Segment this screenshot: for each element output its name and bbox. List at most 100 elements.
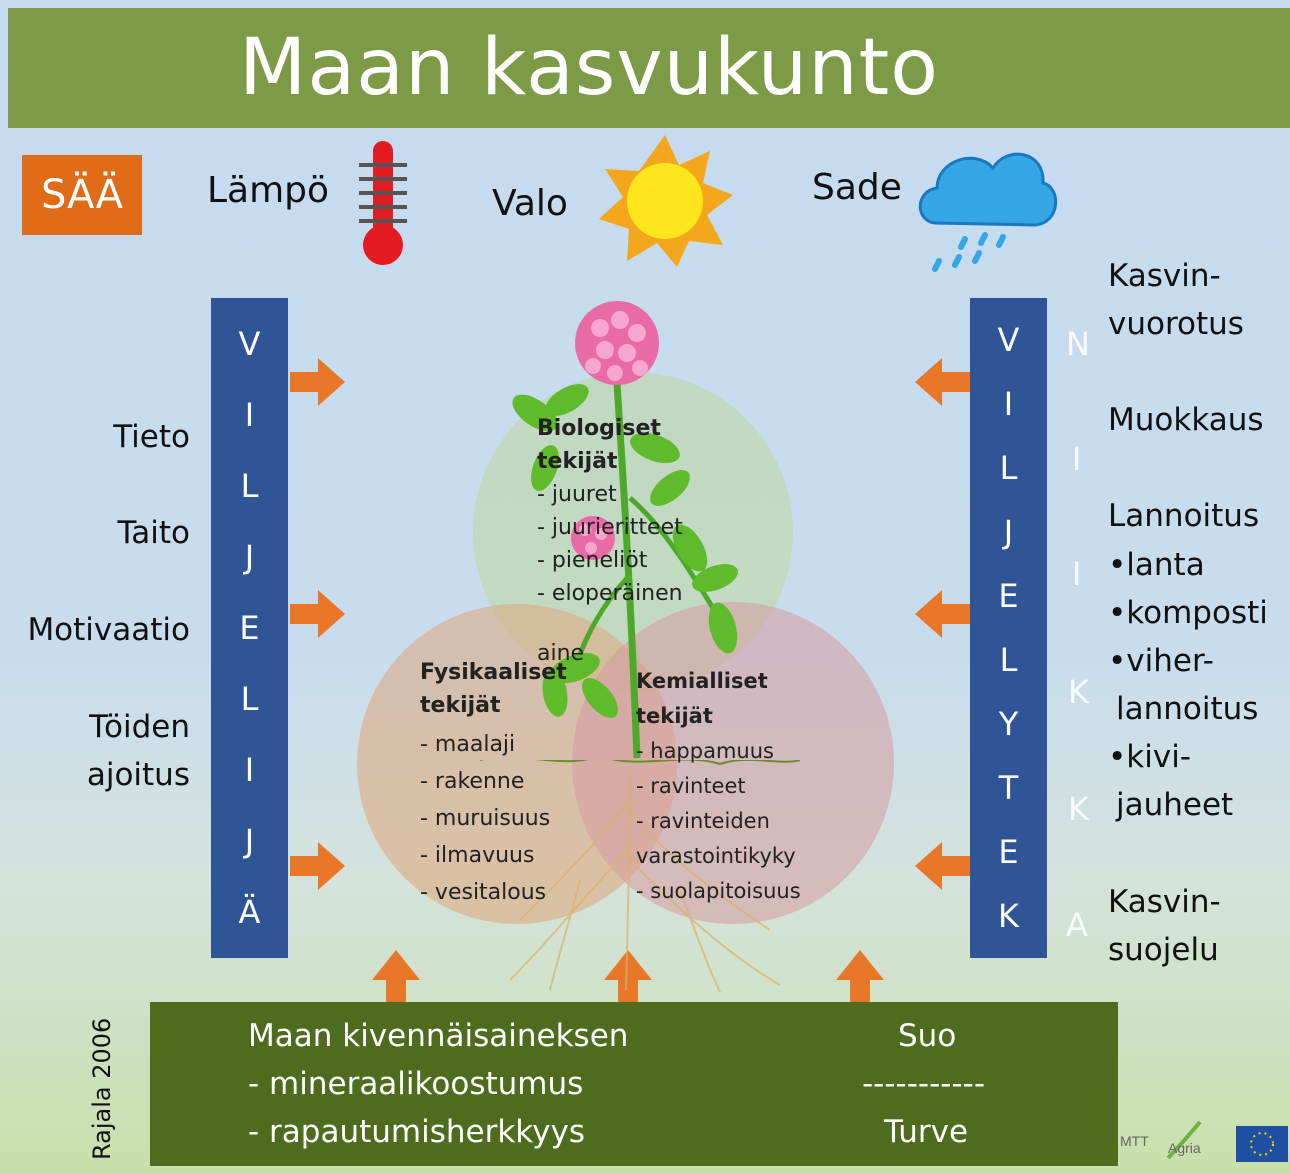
bar-letter: E: [998, 577, 1019, 615]
ghost-letter: K: [1068, 790, 1089, 828]
physical-item: - vesitalous: [420, 880, 547, 905]
chemical-heading-2: tekijät: [636, 704, 713, 728]
bar-letter: E: [998, 833, 1019, 871]
eu-flag-icon: [1236, 1126, 1288, 1162]
arrow-right-icon: [290, 358, 345, 406]
mineral-heading: Maan kivennäisaineksen: [248, 1018, 629, 1054]
thermometer-icon: [359, 141, 407, 265]
cultivation-bar: V I L J E L Y T E K: [970, 298, 1047, 958]
chemical-item: - suolapitoisuus: [636, 879, 801, 903]
left-factor-taito: Taito: [117, 515, 190, 551]
bar-letter: V: [997, 321, 1020, 359]
physical-item: - rakenne: [420, 769, 525, 794]
bog-label: Suo: [898, 1018, 957, 1054]
biological-item: - pieneliöt: [537, 548, 648, 573]
practice-rock-1: •kivi-: [1108, 739, 1191, 775]
ghost-letter: A: [1066, 906, 1088, 944]
biological-item: - juuret: [537, 482, 617, 507]
biological-item: - eloperäinen: [537, 581, 683, 606]
farmer-bar: V I L J E L I J Ä: [211, 298, 288, 958]
bar-letter: L: [240, 680, 259, 719]
left-factor-ajoitus: ajoitus: [86, 757, 190, 793]
bar-letter: J: [244, 822, 255, 861]
physical-factors: Fysikaaliset tekijät - maalaji - rakenne…: [420, 656, 567, 911]
weathering-sensitivity: - rapautumisherkkyys: [248, 1114, 585, 1150]
bar-letter: L: [999, 449, 1018, 487]
ghost-letter: I: [1072, 555, 1082, 593]
clover-plant-illustration: [512, 301, 738, 759]
bar-letter: K: [998, 897, 1019, 935]
rain-cloud-icon: [918, 152, 1058, 272]
agria-logo-text: Agria: [1168, 1140, 1201, 1156]
practice-tillage: Muokkaus: [1108, 402, 1264, 438]
bar-letter: J: [244, 537, 255, 576]
bar-letter: E: [239, 608, 260, 647]
arrow-left-icon: [915, 842, 970, 890]
bar-letter: J: [1003, 513, 1014, 551]
bar-letter: T: [998, 769, 1019, 807]
light-label: Valo: [492, 183, 568, 224]
practice-fertilization: Lannoitus: [1108, 498, 1260, 534]
bar-letter: I: [244, 751, 255, 790]
physical-item: - muruisuus: [420, 806, 551, 831]
chemical-item: varastointikyky: [636, 844, 796, 868]
practice-compost: •komposti: [1108, 595, 1268, 631]
mtt-logo: MTT: [1120, 1133, 1149, 1149]
biological-item: aine: [537, 641, 585, 666]
bar-letter: V: [238, 324, 261, 363]
bar-letter: L: [999, 641, 1018, 679]
practice-rotation-2: vuorotus: [1108, 306, 1244, 342]
chemical-item: - happamuus: [636, 739, 774, 763]
bottom-divider: -----------: [862, 1066, 986, 1102]
practice-rock-2: jauheet: [1116, 787, 1234, 823]
chemical-circle: [572, 602, 894, 924]
title-bar: Maan kasvukunto: [8, 8, 1290, 128]
practice-rotation-1: Kasvin-: [1108, 258, 1221, 294]
rain-label: Sade: [812, 167, 902, 208]
bar-letter: L: [240, 466, 259, 505]
arrow-left-icon: [915, 590, 970, 638]
bar-letter: Y: [998, 705, 1019, 743]
roots-illustration: [480, 760, 801, 993]
agria-logo: [1160, 1118, 1204, 1162]
biological-item: - juurieritteet: [537, 515, 683, 540]
ghost-letter: I: [1072, 440, 1082, 478]
practice-manure: •lanta: [1108, 547, 1205, 583]
source-credit: Rajala 2006: [88, 1017, 116, 1160]
chemical-item: - ravinteet: [636, 774, 746, 798]
practice-protection-2: suojelu: [1108, 932, 1219, 968]
practice-green-1: •viher-: [1108, 643, 1214, 679]
practice-green-2: lannoitus: [1116, 691, 1259, 727]
arrow-left-icon: [915, 358, 970, 406]
physical-heading-2: tekijät: [420, 693, 501, 718]
chemical-factors: Kemialliset tekijät - happamuus - ravint…: [636, 664, 801, 909]
chemical-item: - ravinteiden: [636, 809, 770, 833]
weather-badge: SÄÄ: [22, 155, 142, 235]
heat-label: Lämpö: [207, 170, 330, 211]
arrow-up-icon: [836, 950, 884, 1002]
arrow-right-icon: [290, 842, 345, 890]
sun-icon: [599, 135, 733, 267]
bar-letter: I: [1003, 385, 1014, 423]
ghost-letter: N: [1066, 325, 1090, 363]
physical-item: - maalaji: [420, 732, 516, 757]
arrow-up-icon: [372, 950, 420, 1002]
arrow-right-icon: [290, 590, 345, 638]
left-factor-tieto: Tieto: [113, 419, 190, 455]
biological-factors: Biologiset tekijät - juuret - juurieritt…: [537, 412, 683, 610]
chemical-heading-1: Kemialliset: [636, 669, 768, 693]
physical-item: - ilmavuus: [420, 843, 535, 868]
page-title: Maan kasvukunto: [239, 23, 939, 113]
ghost-letter: K: [1068, 673, 1089, 711]
left-factor-toiden: Töiden: [89, 709, 190, 745]
mineral-base-bar: [150, 1002, 1118, 1166]
bar-letter: I: [244, 395, 255, 434]
biological-heading-2: tekijät: [537, 449, 618, 474]
practice-protection-1: Kasvin-: [1108, 884, 1221, 920]
biological-heading-1: Biologiset: [537, 416, 661, 441]
left-factor-motivaatio: Motivaatio: [27, 612, 190, 648]
peat-label: Turve: [884, 1114, 969, 1150]
physical-heading-1: Fysikaaliset: [420, 660, 567, 685]
bar-letter: Ä: [238, 893, 261, 932]
mineral-composition: - mineraalikoostumus: [248, 1066, 584, 1102]
